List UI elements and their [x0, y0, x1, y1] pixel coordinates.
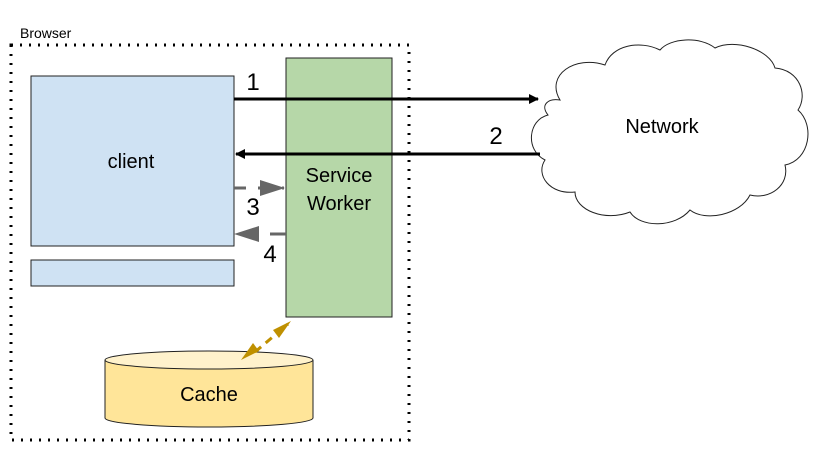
service-worker-label-line1: Service	[306, 165, 373, 187]
edge-5-arrow	[254, 322, 289, 354]
client-box[interactable]	[30, 75, 235, 247]
browser-container	[9, 43, 411, 442]
cache-label: Cache	[180, 384, 238, 406]
cache-top	[104, 350, 314, 370]
edge-5-arrowhead-sw	[273, 321, 291, 338]
edge-4-label: 4	[263, 241, 276, 268]
edge-3-arrowhead	[260, 180, 285, 196]
edge-2-label: 2	[489, 123, 502, 150]
network-cloud[interactable]	[530, 39, 809, 225]
browser-label: Browser	[20, 25, 72, 41]
edge-1-label: 1	[246, 69, 259, 96]
cache-body	[104, 360, 314, 428]
client-label: client	[108, 151, 155, 173]
edge-4-arrowhead	[234, 226, 259, 242]
edge-3-label: 3	[246, 194, 259, 221]
service-worker-label-line2: Worker	[307, 193, 371, 215]
client-bar[interactable]	[30, 259, 235, 287]
cache-cylinder[interactable]	[104, 350, 314, 428]
edge-5-arrowhead-cache	[241, 343, 259, 360]
service-worker-box[interactable]	[285, 57, 393, 318]
network-label: Network	[625, 116, 699, 138]
